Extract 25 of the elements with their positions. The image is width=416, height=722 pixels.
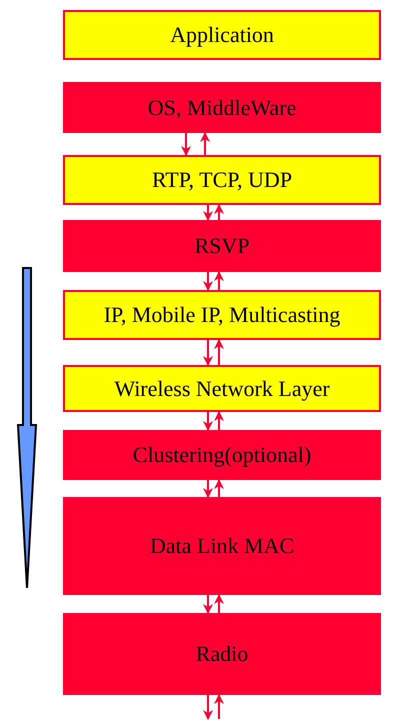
- arrow: [214, 594, 224, 613]
- layer-box: RTP, TCP, UDP: [63, 155, 381, 205]
- arrow: [214, 204, 224, 220]
- arrow: [214, 411, 224, 430]
- arrow: [203, 272, 213, 291]
- layer-box: Data Link MAC: [63, 497, 381, 595]
- layer-box: OS, MiddleWare: [63, 82, 381, 133]
- arrow: [214, 271, 224, 290]
- layer-box: Application: [63, 10, 381, 60]
- arrow: [203, 205, 213, 221]
- layer-box: Radio: [63, 613, 381, 695]
- layer-box: Clustering(optional): [63, 430, 381, 480]
- arrow: [200, 132, 210, 155]
- arrow: [203, 340, 213, 366]
- layer-box: RSVP: [63, 220, 381, 272]
- arrow: [214, 479, 224, 497]
- arrow: [203, 695, 213, 720]
- arrow: [214, 339, 224, 365]
- arrow: [214, 694, 224, 719]
- arrow: [203, 595, 213, 614]
- arrow: [203, 480, 213, 498]
- arrow: [181, 133, 191, 156]
- arrow: [203, 412, 213, 431]
- layer-box: IP, Mobile IP, Multicasting: [63, 290, 381, 340]
- layer-box: Wireless Network Layer: [63, 365, 381, 412]
